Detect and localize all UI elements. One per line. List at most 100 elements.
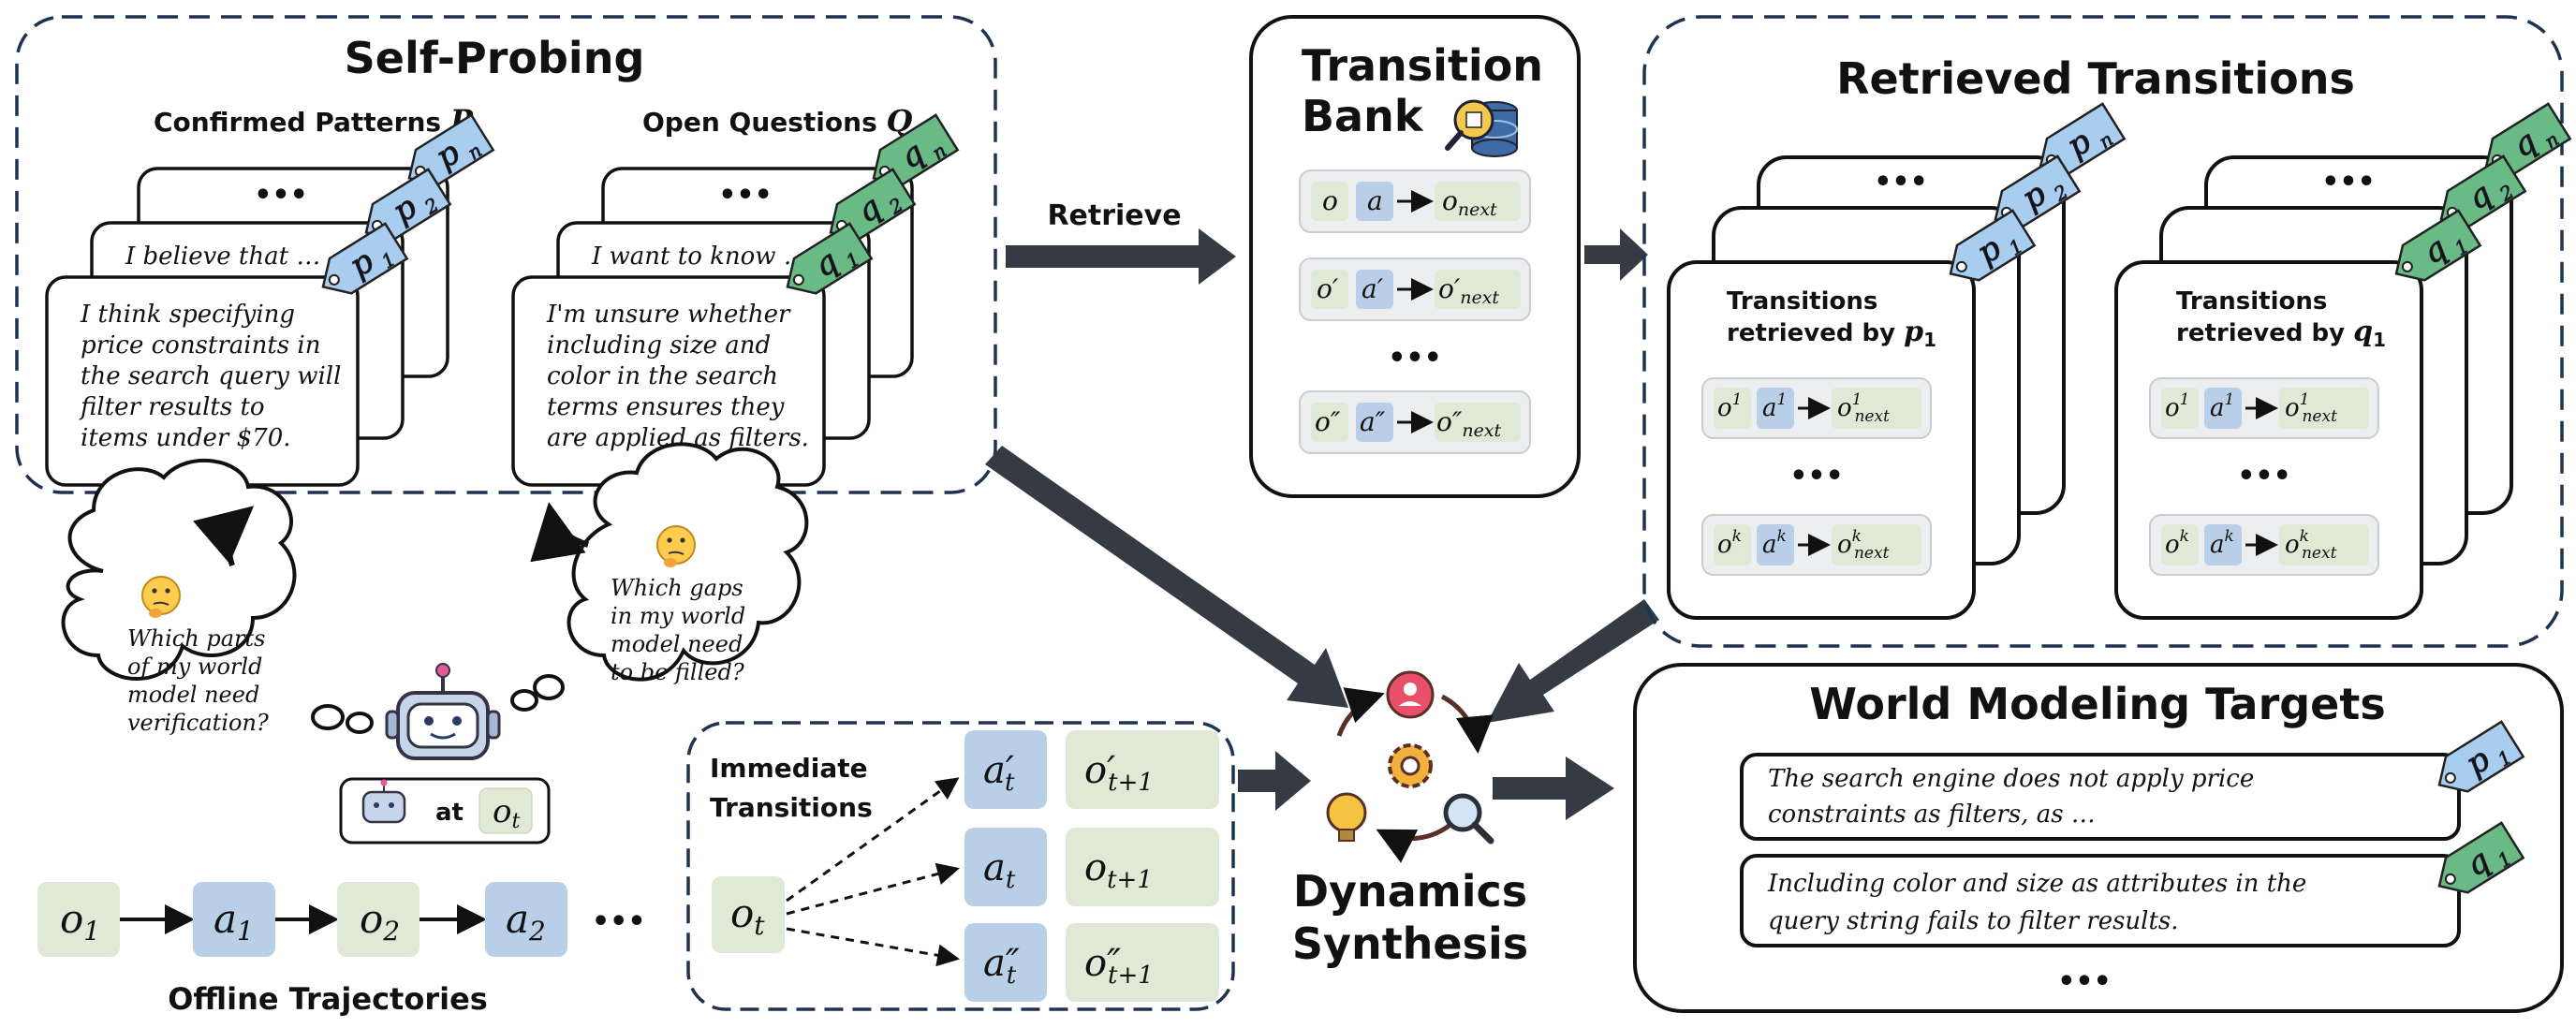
left-thought-line-2: of my world [127,654,262,680]
pattern-front-line-3: the search query will [81,362,341,390]
svg-text:a: a [1367,185,1383,216]
immediate-source: ot [730,890,765,941]
retrieved-p-line-2: retrieved by p1 [1727,316,1936,351]
left-thought-line-1: Which parts [127,625,265,652]
arrow-thought-to-questions [530,502,590,563]
targets-title: World Modeling Targets [1809,679,2386,729]
questions-header: Open Questions Qt [642,103,920,143]
probing-to-synthesis-arrow [985,446,1348,708]
tag-p-n-icon: pn [397,113,494,198]
agent-state-box: at ot [339,777,551,844]
question-front-line-3: color in the search [547,362,778,390]
right-thought-line-3: model need [611,631,743,657]
immediate-action-3: a″t [983,942,1020,990]
immediate-action-1: a′t [983,749,1015,797]
trajectory-label: Offline Trajectories [168,981,488,1017]
traj-node-4: a2 [506,896,546,947]
tag-p-1-icon: p1 [1938,209,2036,293]
svg-text:constraints as filters, as …: constraints as filters, as … [1768,800,2096,829]
big-arrows [985,228,1659,820]
right-thought-bubble: Which gaps in my world model need to be … [567,442,809,685]
svg-text:a″: a″ [1360,406,1386,437]
right-thought-line-4: to be filled? [611,659,744,685]
tag-p-2-icon: p2 [1983,154,2081,239]
bank-ellipsis: ••• [1388,342,1442,374]
gear-icon [1388,743,1433,788]
question-front-line-2: including size and [547,331,771,360]
arrow-thought-to-patterns [193,506,255,566]
retrieved-q-line-1: Transitions [2176,287,2327,316]
question-front-line-1: I'm unsure whether [546,301,791,329]
immediate-action-2: at [983,846,1016,894]
retrieved-stack-p: ••• Transitions retrieved by p1 o1 a1 o1… [1667,102,2126,620]
svg-text:a′: a′ [1362,273,1384,304]
agent-at-label: at [435,799,464,827]
agent-observation: ot [493,793,520,833]
retrieved-title: Retrieved Transitions [1836,53,2355,104]
svg-text:The search engine does not app: The search engine does not apply price [1768,765,2254,793]
retrieved-p-line-1: Transitions [1727,287,1877,316]
targets-ellipsis: ••• [2057,965,2112,998]
pattern-front-line-5: items under $70. [81,424,291,452]
svg-text:o: o [1322,185,1338,216]
tag-q-n-icon: qn [861,113,959,198]
immediate-title-line-1: Immediate [710,753,868,784]
traj-node-1: o1 [60,896,100,947]
thinking-face-icon [141,576,181,618]
question-card-stack: ••• I want to know … I'm unsure whether … [511,113,959,487]
bank-to-retrieved-arrow [1584,228,1648,281]
retrieved-transitions-panel: Retrieved Transitions ••• Transitions re… [1642,15,2571,648]
immediate-title-line-2: Transitions [710,792,873,823]
retrieved-to-synthesis-arrow [1487,599,1659,723]
transition-bank-panel: Transition Bank o a onext o′ a′ [1249,15,1581,498]
tag-q-1-icon: q1 [775,222,873,306]
robot-icon [361,779,406,824]
immediate-to-synthesis-arrow [1238,751,1311,811]
pattern-front-line-2: price constraints in [81,331,320,360]
bank-title-line-2: Bank [1302,91,1424,141]
svg-text:•••: ••• [2237,460,2291,492]
svg-text:•••: ••• [2321,166,2376,198]
magnifier-icon [1443,793,1494,844]
immediate-next-1: o′t+1 [1084,749,1154,797]
synthesis-to-targets-arrow [1493,756,1614,820]
immediate-transitions-panel: Immediate Transitions ot a′t o′t+1 at ot… [686,721,1235,1011]
self-probing-panel: Self-Probing Confirmed Patterns Pt Open … [15,15,997,494]
trajectory-ellipsis: ••• [592,905,646,938]
bank-row-2: o′ a′ o′next [1299,257,1531,321]
tag-q-2-icon: q2 [2429,154,2526,239]
pattern-front-line-1: I think specifying [80,301,295,329]
pattern-mid-card-text: I believe that … [125,242,320,271]
pattern-stack-ellipsis: ••• [254,179,308,212]
robot-icon [385,663,501,760]
tag-p-2-icon: p2 [354,168,451,252]
immediate-next-3: o″t+1 [1084,942,1154,990]
right-thought-line-2: in my world [611,603,745,629]
immediate-next-2: ot+1 [1084,846,1153,894]
retrieve-arrow [1006,228,1236,285]
tag-q-1-icon: q1 [2384,209,2481,293]
traj-node-2: a1 [213,896,254,947]
svg-text:o″: o″ [1315,406,1341,437]
database-search-icon [1445,99,1518,157]
patterns-header: Confirmed Patterns Pt [154,103,481,143]
target-item-2: Including color and size as attributes i… [1740,821,2524,947]
svg-text:•••: ••• [1789,460,1844,492]
tag-q-n-icon: qn [2474,102,2571,186]
offline-trajectory: o1 a1 o2 a2 ••• Offline Trajectories [37,882,646,1017]
thinking-face-icon [656,525,696,567]
target-item-1: The search engine does not apply price c… [1740,720,2524,841]
tag-p-1-icon: p1 [311,222,408,306]
svg-text:o″next: o″next [1436,406,1502,441]
bank-row-1: o a onext [1299,169,1531,233]
retrieve-label: Retrieve [1047,199,1181,232]
svg-text:•••: ••• [1874,166,1928,198]
world-modeling-targets-panel: World Modeling Targets The search engine… [1633,663,2564,1013]
cycle-icon [1336,687,1494,863]
tag-q-2-icon: q2 [818,168,916,252]
svg-text:query string fails to filter r: query string fails to filter results. [1768,907,2179,935]
self-probing-title: Self-Probing [345,33,645,83]
pattern-front-line-4: filter results to [79,393,265,421]
bank-row-3: o″ a″ o″next [1299,390,1531,454]
